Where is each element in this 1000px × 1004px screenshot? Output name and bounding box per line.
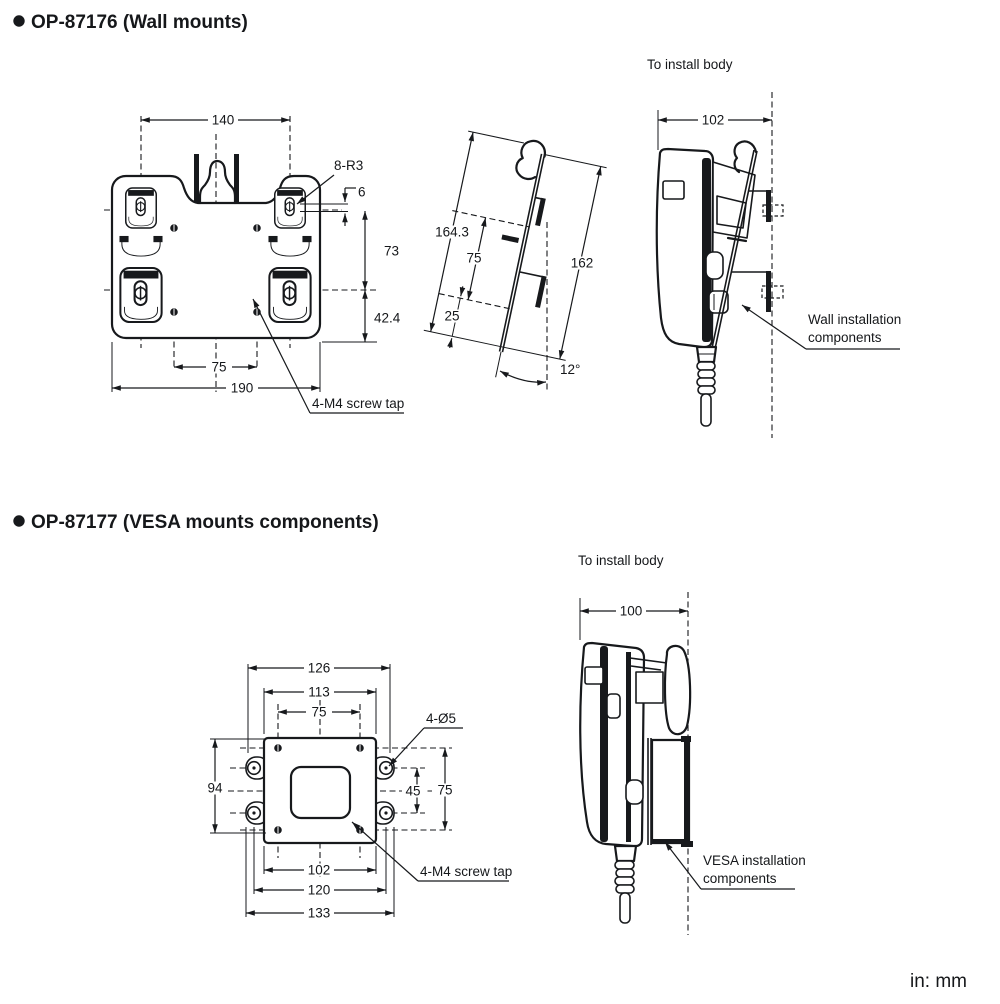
dim-75: 75 <box>211 360 226 375</box>
dim-75-right: 75 <box>437 783 452 798</box>
dim-120: 120 <box>308 883 331 898</box>
vesa-front-view: 126 113 75 94 45 75 102 120 13 <box>202 661 512 921</box>
dim-133: 133 <box>308 906 331 921</box>
dim-162: 162 <box>571 256 594 271</box>
dim-102-bottom: 102 <box>308 863 331 878</box>
dim-75-top: 75 <box>311 705 326 720</box>
wall-plate-outline <box>110 174 322 340</box>
hole-dia-label: 4-Ø5 <box>426 711 456 726</box>
screw-tap-label: 4-M4 screw tap <box>312 396 404 411</box>
wall-front-view: 140 6 73 42.4 75 190 8-R3 4-M4 screw tap <box>104 113 404 414</box>
screw-tap-holes <box>170 224 261 316</box>
screw-tap-label: 4-M4 screw tap <box>420 864 512 879</box>
hook-dome <box>198 159 237 205</box>
install-caption: To install body <box>578 553 664 568</box>
slot-radius-label: 8-R3 <box>334 158 363 173</box>
dim-73: 73 <box>384 244 399 259</box>
vesa-install-view: To install body 100 <box>578 553 806 935</box>
wall-section-title: OP-87176 (Wall mounts) <box>31 12 248 33</box>
dim-102: 102 <box>702 113 725 128</box>
keyhole-slot <box>124 187 158 229</box>
handheld-device-side <box>579 641 693 924</box>
dim-126: 126 <box>308 661 331 676</box>
hook-tab <box>234 154 239 203</box>
screw-tap-holes <box>274 744 364 834</box>
wall-components-label-1: Wall installation <box>808 312 901 327</box>
dim-75-side: 75 <box>466 251 481 266</box>
dim-190: 190 <box>231 381 254 396</box>
dim-113: 113 <box>308 685 330 700</box>
vesa-block <box>650 738 691 845</box>
keyhole-slot <box>268 266 312 324</box>
dim-100: 100 <box>620 604 643 619</box>
vesa-section-header: OP-87177 (VESA mounts components) <box>13 512 379 533</box>
keyhole-slot <box>119 266 163 324</box>
center-opening <box>289 765 352 820</box>
dim-45: 45 <box>405 784 420 799</box>
hook-tab <box>194 154 199 203</box>
vesa-section-title: OP-87177 (VESA mounts components) <box>31 512 379 533</box>
hook-profile <box>515 139 547 181</box>
handheld-device-side <box>655 140 784 427</box>
keyhole-slot <box>273 187 307 229</box>
dim-25: 25 <box>444 309 459 324</box>
units-label: in: mm <box>910 971 967 992</box>
dim-140: 140 <box>212 113 235 128</box>
wall-section-header: OP-87176 (Wall mounts) <box>13 12 248 33</box>
dim-94: 94 <box>207 781 223 796</box>
wall-install-view: To install body 102 <box>647 57 901 438</box>
bullet-icon <box>13 15 25 27</box>
dim-6: 6 <box>358 185 366 200</box>
dim-12deg: 12° <box>560 362 580 377</box>
install-caption: To install body <box>647 57 733 72</box>
dim-42-4: 42.4 <box>374 311 401 326</box>
vesa-components-label-2: components <box>703 871 777 886</box>
wall-components-label-2: components <box>808 330 882 345</box>
dim-164-3: 164.3 <box>435 225 469 240</box>
bullet-icon <box>13 515 25 527</box>
ear-holes <box>246 760 394 821</box>
wall-side-view: 164.3 75 25 162 12° <box>423 130 607 392</box>
vesa-components-label-1: VESA installation <box>703 853 806 868</box>
